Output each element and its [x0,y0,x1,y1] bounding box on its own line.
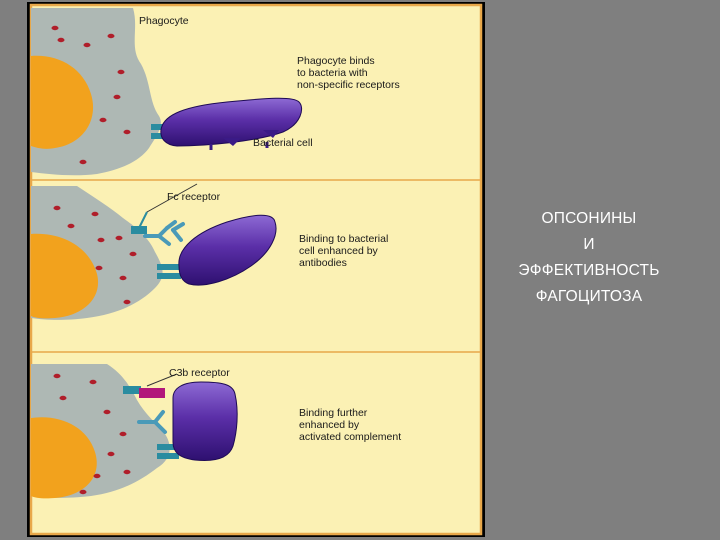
panel-2: Fc receptor Binding to bacterial cell en… [31,183,388,320]
granules [53,373,131,495]
nucleus [31,233,99,319]
bacterial-cell [160,97,303,147]
title-line-3: ЭФФЕКТИВНОСТЬ [518,262,660,279]
nucleus [31,417,97,499]
antibody-icon [143,220,177,246]
granules [51,25,131,165]
panel-1-caption-line-1: Phagocyte binds [297,55,375,67]
bacterial-cell-label: Bacterial cell [253,137,313,149]
phagocytosis-figure: Phagocyte Phagocyte binds to bacteria wi… [27,2,485,537]
panel-3-caption-line-1: Binding further [299,407,368,419]
panel-3: C3b receptor Binding further enhanced by… [31,364,401,499]
fc-receptor-label: Fc receptor [167,191,221,203]
bacterial-cell [178,214,277,286]
nonspecific-receptors [157,264,181,279]
slide-title: ОПСОНИНЫ И ЭФФЕКТИВНОСТЬ ФАГОЦИТОЗА [486,206,692,310]
panel-2-caption-line-2: cell enhanced by [299,245,379,257]
nonspecific-receptors [157,444,179,459]
nonspecific-receptors [151,124,165,139]
c3b-receptor [123,373,178,398]
bacterial-pilus-icon [223,138,241,146]
panel-1-caption-line-2: to bacteria with [297,67,368,79]
panel-1: Phagocyte Phagocyte binds to bacteria wi… [31,8,400,176]
c3b-receptor-label: C3b receptor [169,367,230,379]
phagocytosis-diagram: Phagocyte Phagocyte binds to bacteria wi… [29,3,483,536]
nucleus [31,55,94,149]
title-line-2: И [583,236,595,253]
panel-3-caption-line-2: enhanced by [299,419,360,431]
title-line-1: ОПСОНИНЫ [541,210,637,227]
panel-3-caption-line-3: activated complement [299,431,401,443]
title-line-4: ФАГОЦИТОЗА [535,288,643,305]
phagocyte-label: Phagocyte [139,15,189,27]
antibody-icon [171,222,185,242]
fc-receptor [131,183,198,234]
panel-2-caption-line-1: Binding to bacterial [299,233,388,245]
bacterial-cell [172,381,238,461]
granules [53,205,137,305]
panel-2-caption-line-3: antibodies [299,257,347,269]
panel-1-caption-line-3: non-specific receptors [297,79,400,91]
antibody-icon [137,410,167,434]
complement-c3b [139,388,165,398]
